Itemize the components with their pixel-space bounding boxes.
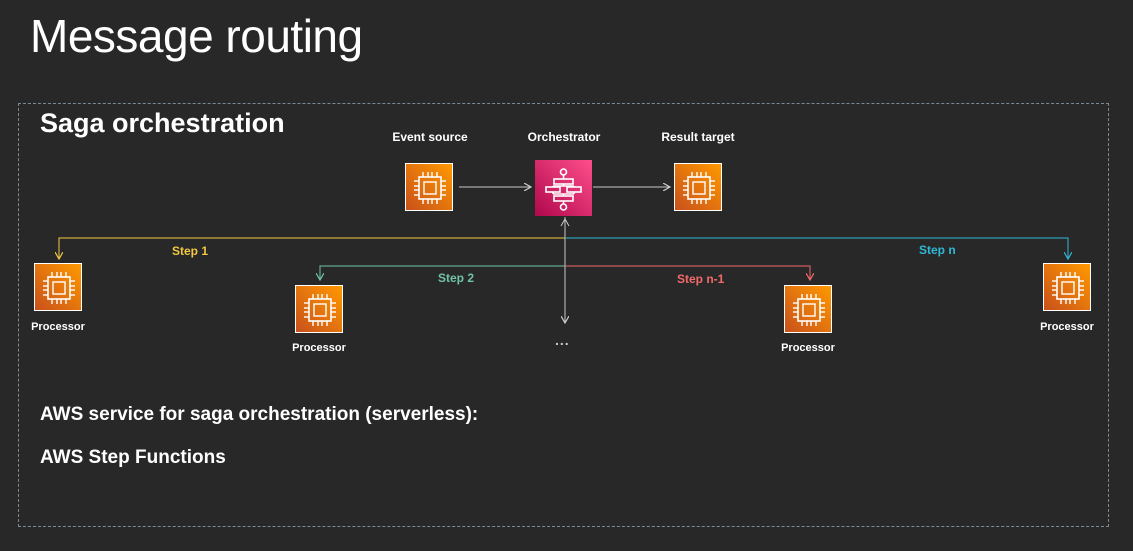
service-name: AWS Step Functions xyxy=(40,447,226,468)
cpu-chip-icon xyxy=(793,294,825,326)
processor-label-1: Processor xyxy=(31,321,85,333)
processor-node-4 xyxy=(1043,263,1091,311)
service-description: AWS service for saga orchestration (serv… xyxy=(40,404,479,425)
processor-label-2: Processor xyxy=(292,342,346,354)
step-n-minus-1-label: Step n-1 xyxy=(677,272,725,286)
step1-label: Step 1 xyxy=(172,244,209,258)
processor-label-4: Processor xyxy=(1040,321,1094,333)
diagram-frame xyxy=(18,103,1109,527)
cpu-chip-icon xyxy=(43,272,75,304)
result-target-node xyxy=(674,163,722,211)
cpu-chip-icon xyxy=(304,294,336,326)
step1-line xyxy=(59,237,565,259)
cpu-chip-icon xyxy=(414,172,446,204)
step2-line xyxy=(320,265,565,280)
orchestrator-node xyxy=(535,160,592,216)
step-n-label: Step n xyxy=(919,243,956,257)
trunk-up-arrow xyxy=(560,217,570,227)
event-source-label: Event source xyxy=(392,130,468,144)
step2-label: Step 2 xyxy=(438,271,475,285)
event-source-node xyxy=(405,163,453,211)
result-target-label: Result target xyxy=(661,130,735,144)
step-n-line xyxy=(565,237,1068,259)
processor-label-3: Processor xyxy=(781,342,835,354)
cpu-chip-icon xyxy=(1052,272,1084,304)
more-processors-ellipsis: ... xyxy=(555,332,570,348)
cpu-chip-icon xyxy=(683,172,715,204)
slide-title: Message routing xyxy=(30,10,363,62)
step-n-minus-1-line xyxy=(565,265,810,280)
processor-node-3 xyxy=(784,285,832,333)
orchestrator-label: Orchestrator xyxy=(527,130,601,144)
processor-node-2 xyxy=(295,285,343,333)
section-title: Saga orchestration xyxy=(40,108,285,138)
processor-node-1 xyxy=(34,263,82,311)
step-functions-icon xyxy=(545,168,582,211)
